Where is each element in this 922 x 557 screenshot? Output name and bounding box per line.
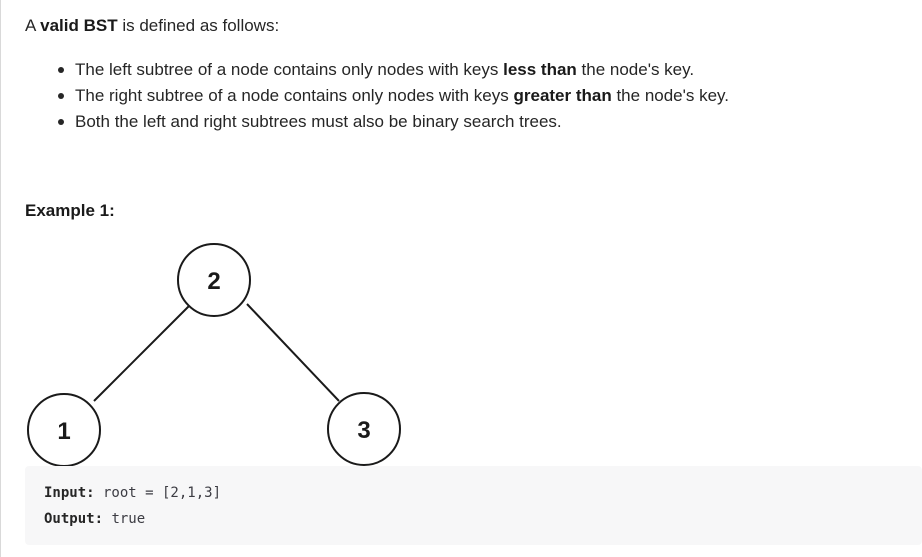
left-border <box>0 0 1 557</box>
node-circle <box>327 392 401 466</box>
intro-prefix: A <box>25 16 41 35</box>
intro-bold: valid BST <box>40 16 118 35</box>
rule-text: the node's key. <box>611 86 730 105</box>
node-value: 2 <box>207 268 220 295</box>
input-value: root = [2,1,3] <box>94 485 222 501</box>
tree-node-right: 3 <box>327 392 401 466</box>
rule-item-left-subtree: The left subtree of a node contains only… <box>57 57 729 83</box>
rule-bold: greater than <box>513 86 612 105</box>
rules-list: The left subtree of a node contains only… <box>25 57 729 135</box>
tree-node-root: 2 <box>177 243 251 317</box>
rule-text: The right subtree of a node contains onl… <box>75 86 514 105</box>
input-line: Input: root = [2,1,3] <box>44 483 221 503</box>
node-value: 3 <box>357 417 370 444</box>
intro-suffix: is defined as follows: <box>117 16 280 35</box>
rule-item-both-subtrees: Both the left and right subtrees must al… <box>57 109 729 135</box>
input-label: Input: <box>44 485 95 501</box>
rule-item-right-subtree: The right subtree of a node contains onl… <box>57 83 730 109</box>
node-circle <box>177 243 251 317</box>
output-value: true <box>103 511 146 527</box>
rule-bold: less than <box>503 60 577 79</box>
intro-text: A valid BST is defined as follows: <box>25 14 279 38</box>
example-code-block: Input: root = [2,1,3] Output: true <box>25 466 922 545</box>
node-value: 1 <box>57 418 70 445</box>
output-label: Output: <box>44 511 104 527</box>
bst-tree-diagram: 2 1 3 <box>27 243 401 467</box>
edge-root-right <box>246 303 340 402</box>
edge-root-left <box>93 303 192 402</box>
rule-text: Both the left and right subtrees must al… <box>75 112 562 131</box>
rule-text: The left subtree of a node contains only… <box>75 60 504 79</box>
output-line: Output: true <box>44 509 145 529</box>
rule-text: the node's key. <box>576 60 695 79</box>
tree-node-left: 1 <box>27 393 101 467</box>
example-title: Example 1: <box>25 201 115 220</box>
